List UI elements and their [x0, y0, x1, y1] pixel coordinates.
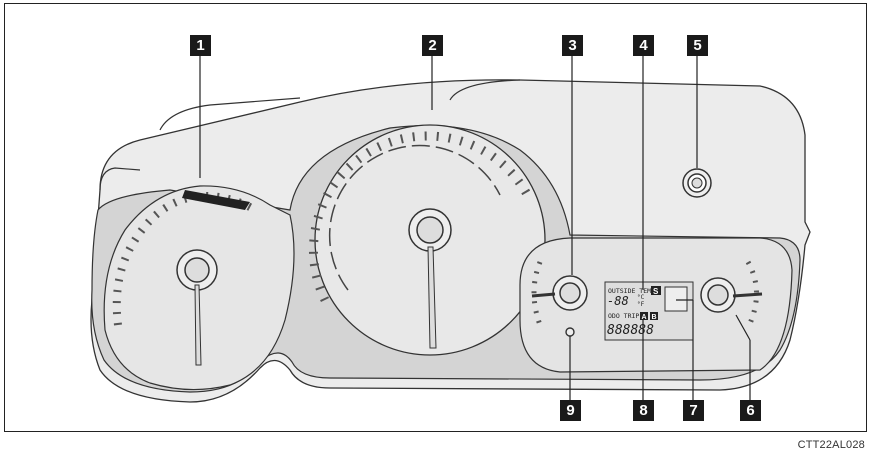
outside-temp-label: OUTSIDE TEMP — [608, 287, 655, 295]
callout-8: 8 — [633, 400, 654, 421]
outside-temp-value: -88 — [607, 294, 629, 308]
odo-trip-label: ODO TRIP — [608, 312, 639, 320]
shift-indicator: S — [653, 287, 659, 296]
callout-5: 5 — [687, 35, 708, 56]
callout-6: 6 — [740, 400, 761, 421]
callout-4: 4 — [633, 35, 654, 56]
trip-reset-knob — [682, 168, 712, 198]
callout-1: 1 — [190, 35, 211, 56]
leader-lines — [199, 55, 751, 400]
unit-fahrenheit: °F — [637, 301, 645, 308]
figure-code: CTT22AL028 — [797, 439, 865, 451]
odometer-digits: 888888 — [607, 323, 654, 338]
trip-a-indicator: A — [642, 314, 647, 321]
multi-information-display — [604, 281, 694, 341]
callout-7: 7 — [683, 400, 704, 421]
callout-9: 9 — [560, 400, 581, 421]
callout-2: 2 — [422, 35, 443, 56]
trip-b-indicator: B — [652, 314, 657, 321]
unit-celsius: °C — [637, 294, 645, 301]
tachometer-gauge — [103, 185, 295, 391]
speedometer-gauge — [308, 124, 546, 356]
callout-3: 3 — [562, 35, 583, 56]
